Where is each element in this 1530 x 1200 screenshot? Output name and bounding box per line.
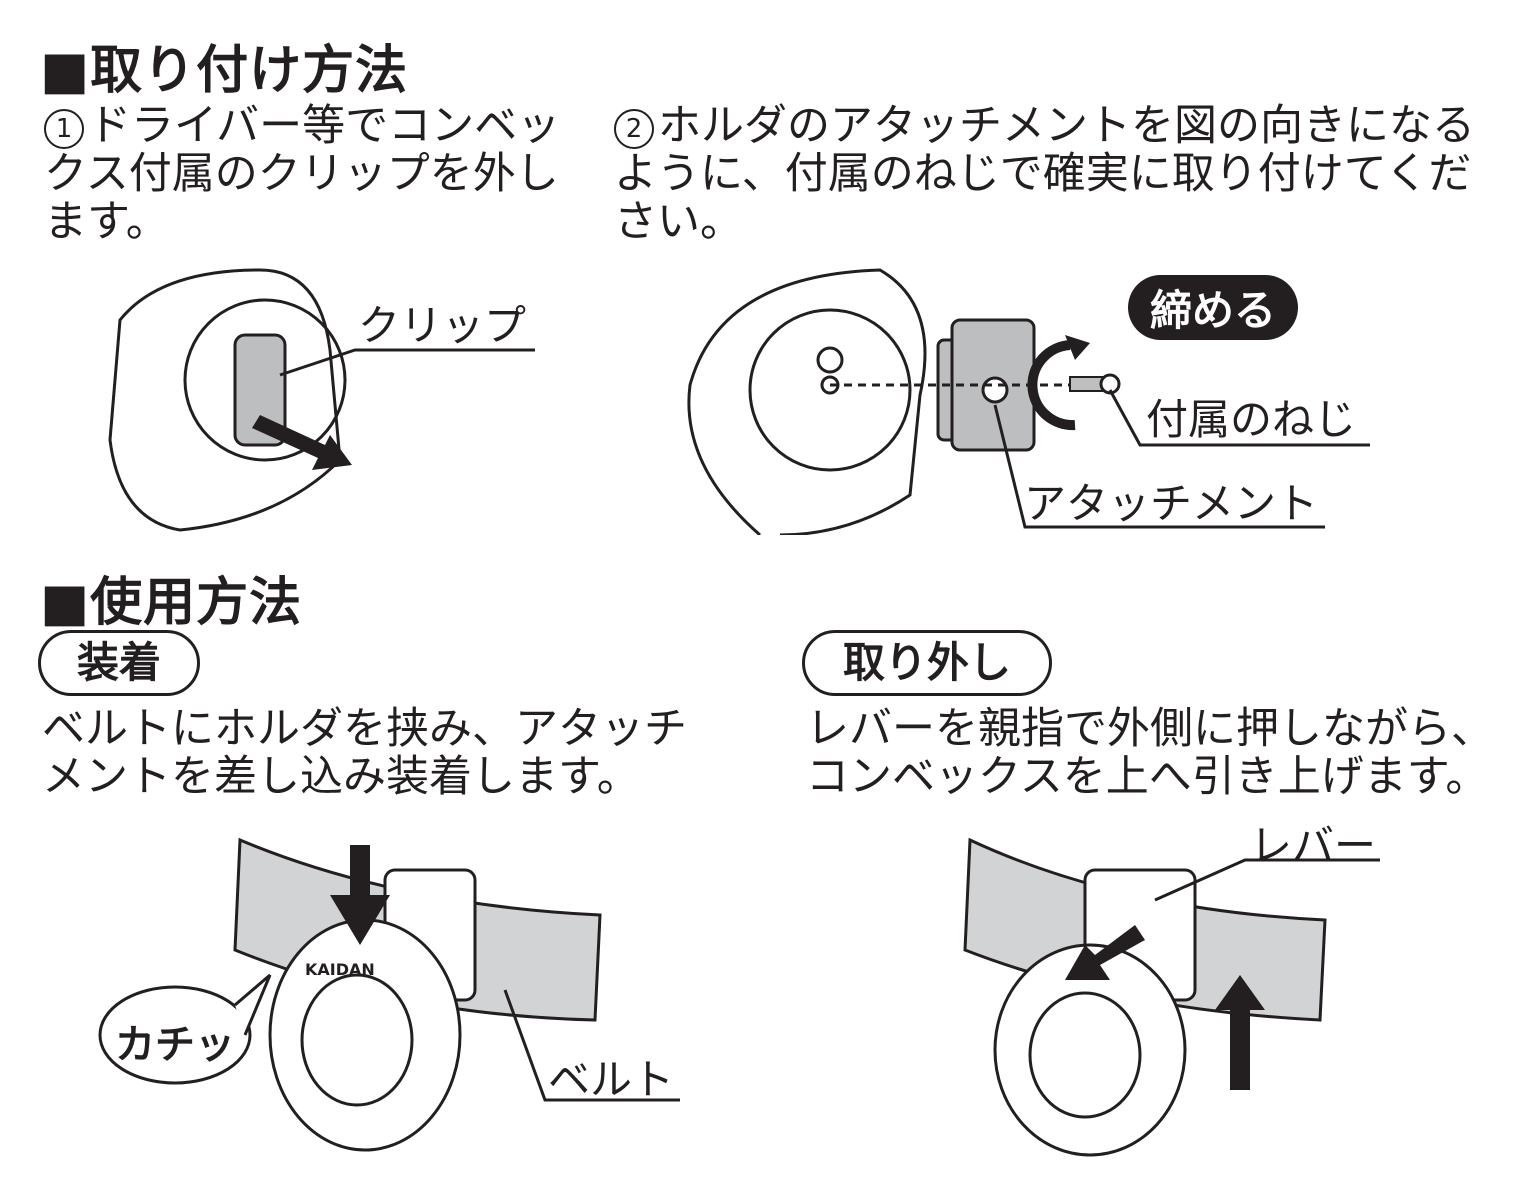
attach-illustration: KAIDAN [98, 837, 680, 1152]
clip-label: クリップ [358, 301, 527, 350]
attach-title: 装着 [38, 630, 200, 696]
click-sound-label: カチッ [115, 1022, 235, 1068]
step-text: ドライバー等でコンベックス付属のクリップを外します。 [44, 101, 561, 247]
belt-label: ベルト [548, 1055, 675, 1104]
attachment-illustration [687, 268, 1370, 535]
attachment-label: アタッチメント [1024, 479, 1319, 528]
remove-text: レバーを親指で外側に押しながら、コンベックスを上へ引き上げます。 [806, 704, 1494, 802]
screw-label: 付属のねじ [1146, 395, 1357, 444]
usage-heading: ■使用方法 [40, 573, 303, 633]
tighten-badge: 締める [1128, 275, 1299, 340]
clip-removal-illustration [108, 268, 535, 532]
lever-label: レバー [1250, 821, 1377, 870]
step-text: ホルダのアタッチメントを図の向きになるように、付属のねじで確実に取り付けてくださ… [614, 101, 1475, 247]
install-heading: ■取り付け方法 [40, 41, 409, 101]
attach-text: ベルトにホルダを挟み、アタッチメントを差し込み装着します。 [42, 704, 687, 802]
remove-title: 取り外し [802, 630, 1052, 696]
step-number: 2 [614, 108, 654, 149]
remove-illustration [963, 837, 1380, 1157]
brand-logo: KAIDAN [305, 960, 375, 979]
step-number: 1 [44, 108, 84, 149]
